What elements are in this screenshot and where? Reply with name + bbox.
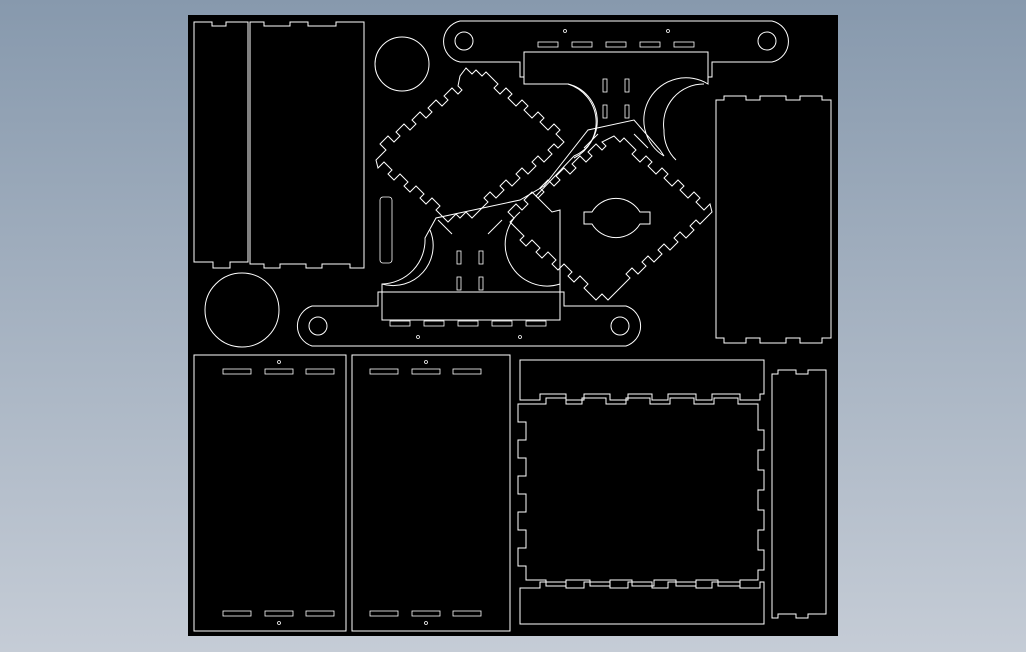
arm-top-hole-left [454,31,474,51]
box-strip-top [519,359,765,401]
arm-bottom-hole-left [308,316,328,336]
arm-top-hole-right [757,31,777,51]
plate-slotted-left [193,354,347,632]
box-strip-bottom [519,581,765,625]
panel-narrow-bottom-right [771,369,827,619]
sheet-background [188,15,838,636]
panel-tall-right [715,95,832,344]
arm-bar-top [443,20,789,78]
center-bracket [379,77,709,293]
disc-small-top [374,36,430,92]
arm-bar-bottom [296,291,642,347]
diamond-plate-lower [507,135,713,301]
disc-large-left [204,272,280,348]
plate-slotted-right [351,354,511,632]
arm-bottom-hole-right [610,316,630,336]
panel-tall-left-narrow [193,21,249,269]
diamond-plate-upper [375,67,565,223]
panel-tall-left-wide [249,21,365,269]
